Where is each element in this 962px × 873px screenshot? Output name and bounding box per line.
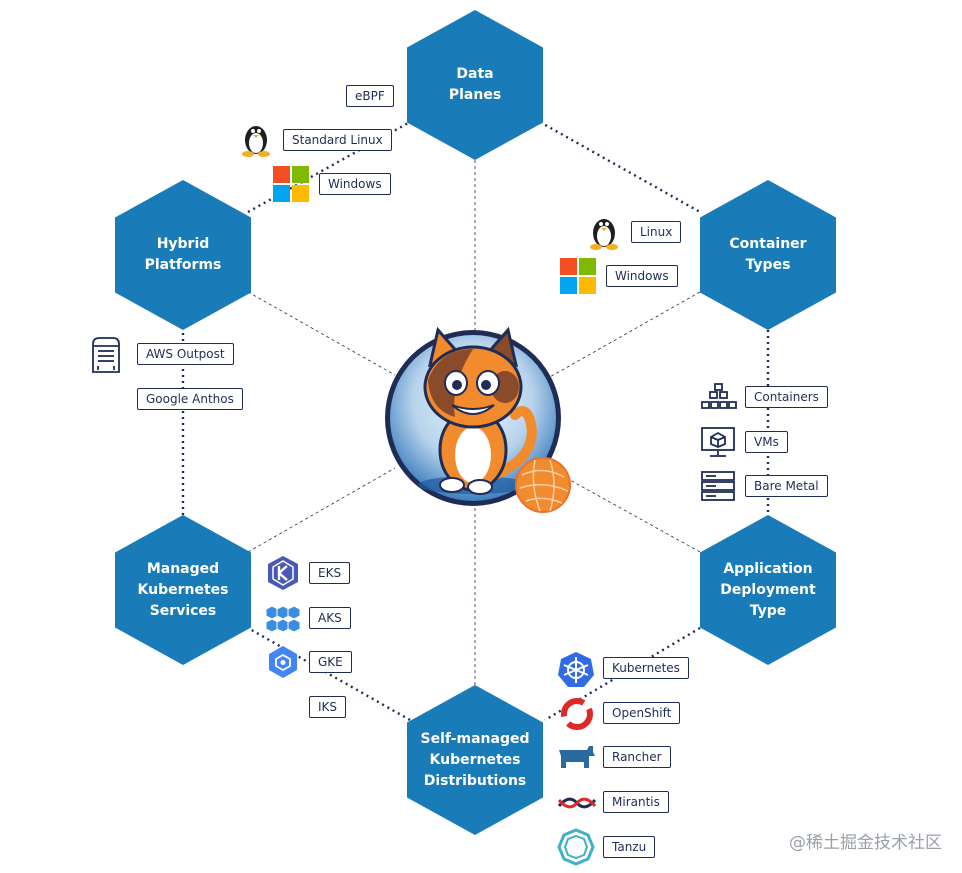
tag-google-anthos: Google Anthos [137,388,243,410]
linux-penguin-icon [242,126,270,157]
tag-ebpf: eBPF [346,85,394,107]
hex-managed-kubernetes-services: Managed Kubernetes Services [115,515,251,665]
tag-kubernetes: Kubernetes [603,657,689,679]
spoke-appdeploy [569,479,701,553]
spoke-managed [247,467,396,553]
tag-standard-linux: Standard Linux [283,129,392,151]
tag-tanzu: Tanzu [603,836,656,858]
rancher-icon [559,746,595,768]
edge-selfmanaged-managed [247,626,411,722]
tag-mirantis: Mirantis [603,791,669,813]
aks-icon [265,605,301,633]
hex-label: Self-managed Kubernetes Distributions [420,730,530,789]
windows-icon [273,166,309,202]
hex-label: Hybrid Platforms [144,236,222,273]
cat-mascot-logo [385,326,571,513]
tag-windows-dataplane: Windows [319,173,391,195]
watermark: @稀土掘金技术社区 [789,833,942,853]
spoke-container [547,291,701,379]
hex-self-managed-kubernetes: Self-managed Kubernetes Distributions [407,685,543,835]
hex-label: Application Deployment Type [720,560,816,619]
tag-gke: GKE [309,651,352,673]
tag-openshift: OpenShift [603,702,681,724]
tag-bare-metal: Bare Metal [745,475,828,497]
hex-label: Container Types [729,236,807,273]
tag-vms: VMs [745,431,788,453]
tag-rancher: Rancher [603,746,671,768]
gke-icon [269,646,297,678]
aws-outpost-rack-icon [92,337,120,373]
tag-windows-container: Windows [606,265,678,287]
kubernetes-icon [558,652,594,687]
hex-hybrid-platforms: Hybrid Platforms [115,180,251,330]
hex-label: Data Planes [448,66,502,103]
edge-dataplanes-container [539,120,701,214]
tag-containers: Containers [745,386,828,408]
tag-eks: EKS [309,562,351,584]
hex-container-types: Container Types [700,180,836,330]
containers-icon [701,383,737,409]
server-rack-icon [701,471,735,501]
eks-icon [268,556,298,590]
linux-penguin-icon [590,219,618,250]
hex-label: Managed Kubernetes Services [137,560,229,619]
openshift-icon [561,698,593,730]
mirantis-icon [557,797,597,809]
hex-application-deployment-type: Application Deployment Type [700,515,836,665]
tag-linux-container: Linux [631,221,682,243]
tag-aws-outpost: AWS Outpost [137,343,234,365]
spoke-hybrid [247,291,396,376]
tag-iks: IKS [309,696,347,718]
vm-monitor-icon [701,427,735,457]
tag-aks: AKS [309,607,351,629]
tanzu-icon [557,828,595,866]
hex-data-planes: Data Planes [407,10,543,160]
windows-icon [560,258,596,294]
